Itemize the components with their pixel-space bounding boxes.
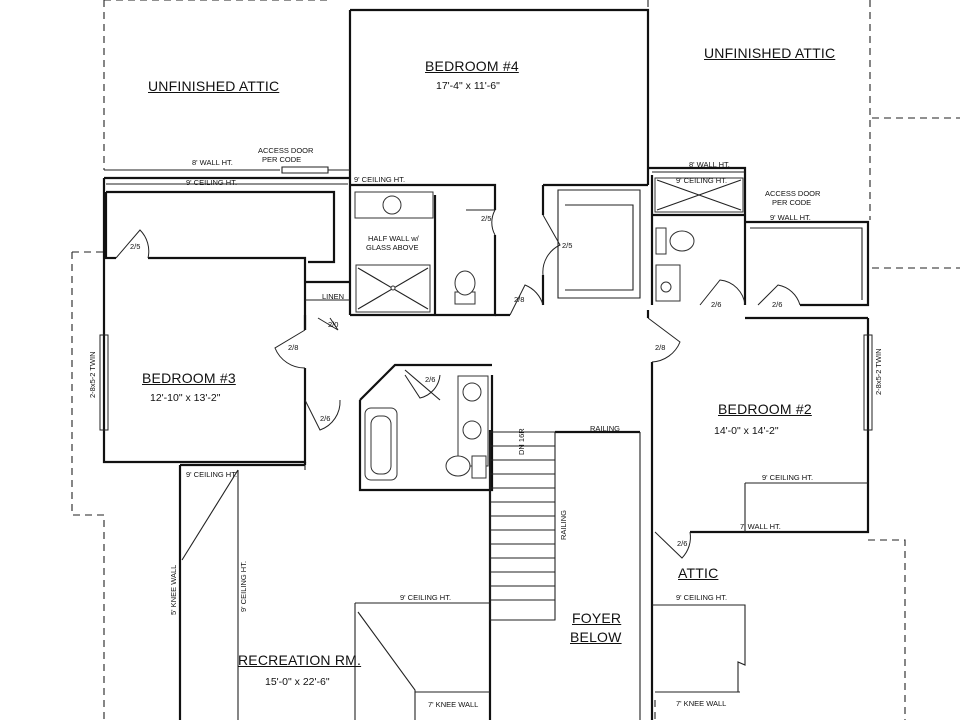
bedroom-3-dimensions: 12'-10" x 13'-2" <box>150 392 221 404</box>
door-tag-bed2-closet: 2/6 <box>772 300 783 309</box>
ceiling-height-note-rec: 9' CEILING HT. <box>186 470 238 479</box>
per-code-note-left: PER CODE <box>262 155 302 164</box>
ceiling-height-note-rec-right: 9' CEILING HT. <box>400 593 452 602</box>
recreation-room-name: RECREATION RM. <box>238 652 362 668</box>
knee-wall-note-5: 5' KNEE WALL <box>169 564 178 615</box>
attic-dashed-outlines <box>71 0 960 720</box>
access-door-note-left: ACCESS DOOR <box>258 146 314 155</box>
railing-note-top: RAILING <box>590 424 621 433</box>
door-tag-bed3-closet: 2/5 <box>130 242 141 251</box>
linen-closet-label: LINEN <box>322 292 345 301</box>
attic-label: ATTIC <box>678 565 719 581</box>
wall-height-note-bed2: 7' WALL HT. <box>740 522 781 531</box>
per-code-note-right: PER CODE <box>772 198 812 207</box>
half-wall-note-2: GLASS ABOVE <box>366 243 419 252</box>
ceiling-height-note-rec-vertical: 9' CEILING HT. <box>239 560 248 612</box>
knee-wall-note-attic: 7' KNEE WALL <box>676 699 727 708</box>
door-tag-bed3-bath: 2/6 <box>320 414 331 423</box>
door-tag-bed3-entry: 2/8 <box>288 343 299 352</box>
foyer-label: FOYER <box>572 610 622 626</box>
bedroom-4-name: BEDROOM #4 <box>425 58 519 74</box>
bedroom-2-dimensions: 14'-0" x 14'-2" <box>714 425 779 437</box>
door-tag-bed4-bath: 2/5 <box>481 214 492 223</box>
door-tag-bed4-entry: 2/8 <box>514 295 525 304</box>
bedroom-3-name: BEDROOM #3 <box>142 370 236 386</box>
ceiling-height-note-bed2: 9' CEILING HT. <box>762 473 814 482</box>
unfinished-attic-right-label: UNFINISHED ATTIC <box>704 45 836 61</box>
ceiling-height-note-bed4: 9' CEILING HT. <box>354 175 406 184</box>
door-tag-hall-bath: 2/6 <box>425 375 436 384</box>
stair-down-note: DN 16R <box>517 428 526 455</box>
access-door-note-right: ACCESS DOOR <box>765 189 821 198</box>
bedroom-2-name: BEDROOM #2 <box>718 401 812 417</box>
door-tag-linen: 2/0 <box>328 320 339 329</box>
door-tag-bed4-closet: 2/5 <box>562 241 573 250</box>
foyer-below-label: BELOW <box>570 629 622 645</box>
ceiling-height-note-attic: 9' CEILING HT. <box>676 593 728 602</box>
walls <box>102 8 870 720</box>
windows <box>99 334 873 431</box>
twin-window-note-right: 2-8x5-2 TWIN <box>874 348 883 395</box>
door-tag-bed2-bath: 2/6 <box>711 300 722 309</box>
knee-wall-note-rec: 7' KNEE WALL <box>428 700 479 709</box>
door-tag-attic: 2/6 <box>677 539 688 548</box>
half-wall-note-1: HALF WALL w/ <box>368 234 419 243</box>
ceiling-height-note-bed3: 9' CEILING HT. <box>186 178 238 187</box>
bedroom-4-dimensions: 17'-4" x 11'-6" <box>436 80 500 92</box>
wall-height-note-right: 8' WALL HT. <box>689 160 730 169</box>
door-swings <box>115 209 801 559</box>
door-tag-bed2-entry: 2/8 <box>655 343 666 352</box>
plumbing-fixtures <box>354 177 744 481</box>
stair-treads <box>489 431 556 621</box>
recreation-room-dimensions: 15'-0" x 22'-6" <box>265 676 330 688</box>
twin-window-note-left: 2-8x5-2 TWIN <box>88 351 97 398</box>
wall-height-note-right-closet: 9' WALL HT. <box>770 213 811 222</box>
wall-height-note-left: 8' WALL HT. <box>192 158 233 167</box>
ceiling-height-note-right-bath: 9' CEILING HT. <box>676 176 728 185</box>
unfinished-attic-left-label: UNFINISHED ATTIC <box>148 78 280 94</box>
railing-note-stair: RAILING <box>559 509 568 540</box>
